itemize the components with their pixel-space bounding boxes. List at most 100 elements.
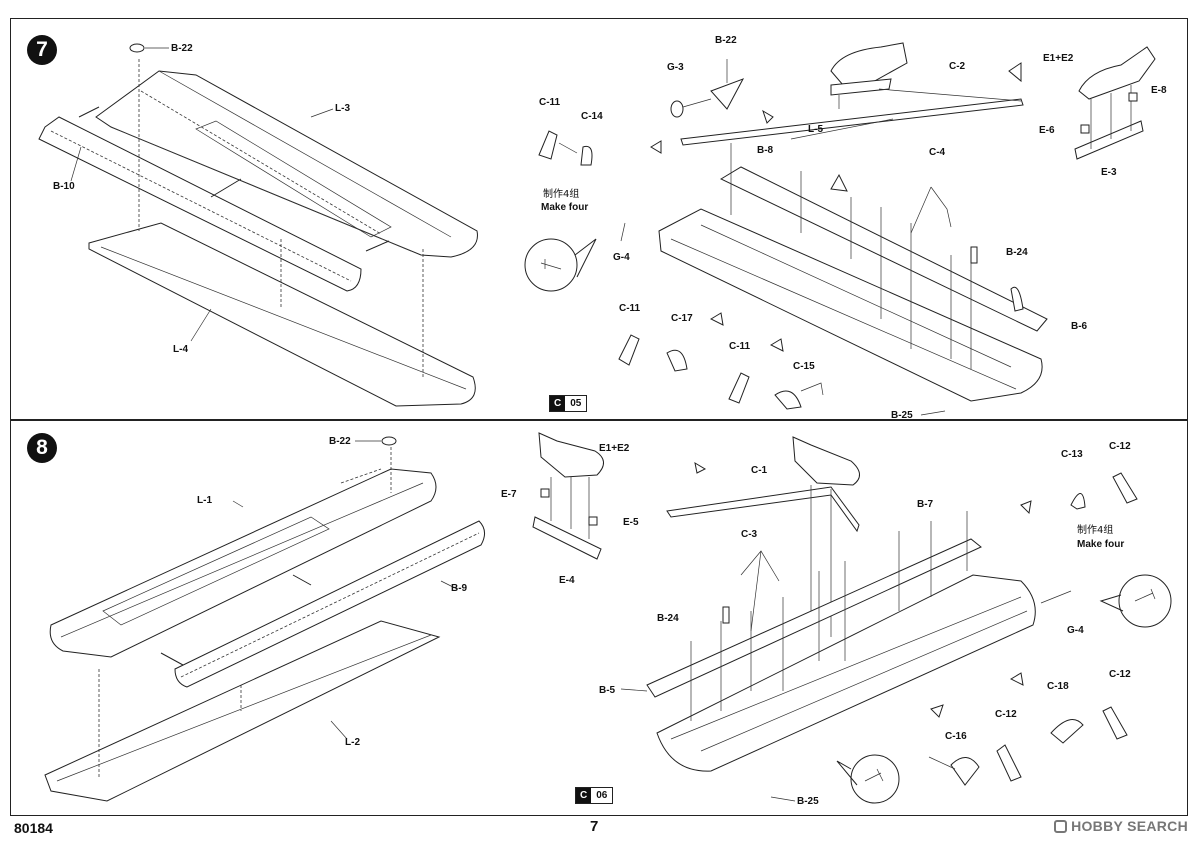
watermark-logo: HOBBY SEARCH [1054,818,1188,834]
label-b8: B-8 [757,145,774,156]
label-b10: B-10 [53,181,75,192]
step-8-number: 8 [27,433,57,463]
label-g4: G-4 [1067,625,1084,636]
direction-arrow [1008,62,1022,83]
strut-c1 [666,486,860,533]
label-c17: C-17 [671,313,693,324]
section-badge-c06: C 06 [575,787,614,804]
arrow-line [210,178,242,198]
wing-lower-l4 [88,222,476,407]
label-e8: E-8 [1151,85,1167,96]
pylon-c11-c15 [728,372,824,410]
label-b6: B-6 [1071,321,1088,332]
badge-letter: C [550,396,566,411]
make-four-cn: 制作4组 [543,187,579,200]
label-c18: C-18 [1047,681,1069,692]
wing-assembly-b5-b7 [646,511,1036,772]
label-b25: B-25 [891,410,913,421]
label-c11-b: C-11 [619,303,641,314]
direction-arrow [1009,672,1024,686]
label-c12-b: C-12 [1109,669,1131,680]
bomb-top-step8 [792,436,860,637]
label-e1e2-step8: E1+E2 [599,443,630,454]
page-number: 7 [590,818,599,835]
strut-c2 [680,98,1024,146]
label-e4: E-4 [559,575,575,586]
label-e3: E-3 [1101,167,1117,178]
label-c15: C-15 [793,361,815,372]
direction-arrow [694,461,707,474]
label-c11-c: C-11 [729,341,751,352]
arrow-line [365,240,390,252]
label-b24: B-24 [657,613,679,624]
label-e7: E-7 [501,489,517,500]
label-b22: B-22 [171,43,193,54]
label-c2: C-2 [949,61,966,72]
direction-arrow [769,338,784,352]
bomb-rack-e4 [532,432,604,560]
label-b9: B-9 [451,583,468,594]
b22-part-shape [381,436,397,446]
label-b7: B-7 [917,499,934,510]
step-8-panel: 8 B-22 L-1 B-9 L-2 [10,420,1188,816]
leading-edge-b9 [174,520,485,688]
step-7-number: 7 [27,35,57,65]
badge-number: 06 [591,788,613,803]
watermark-icon [1054,820,1068,833]
pylon-c13-c12 [1070,472,1138,510]
step-7-panel: 7 B-22 L-3 [10,18,1188,421]
label-c12-c: C-12 [995,709,1017,720]
label-c11-a: C-11 [539,97,561,108]
label-l5: L-5 [808,124,823,135]
pylon-c11-c17 [618,334,688,372]
label-c3: C-3 [741,529,758,540]
direction-arrow [650,140,662,154]
product-code: 80184 [14,820,53,836]
pylon-c16-c12 [928,744,1022,786]
label-l4: L-4 [173,344,188,355]
pylon-c18-c12 [1050,706,1128,744]
label-g3: G-3 [667,62,684,73]
detail-bubble-b25 [836,754,900,804]
wing-upper-l3 [95,70,478,258]
nose-g3-b22 [670,59,745,118]
label-e6: E-6 [1039,125,1055,136]
label-c4: C-4 [929,147,946,158]
leading-edge-b10 [38,116,362,292]
label-c14: C-14 [581,111,603,122]
label-b24: B-24 [1006,247,1028,258]
make-four-cn-step8: 制作4组 [1077,523,1113,536]
label-l3: L-3 [335,103,350,114]
bomb-rack-e3 [1074,46,1156,160]
detail-bubble [1099,574,1172,628]
direction-arrow [1020,500,1032,515]
label-b25: B-25 [797,796,819,807]
direction-arrow [709,312,724,326]
label-b5: B-5 [599,685,616,696]
label-c1: C-1 [751,465,768,476]
label-l1: L-1 [197,495,212,506]
label-g4: G-4 [613,252,630,263]
label-c13: C-13 [1061,449,1083,460]
label-b22: B-22 [329,436,351,447]
label-c16: C-16 [945,731,967,742]
section-badge-c05: C 05 [549,395,588,412]
pylon-c11-c14 [538,130,593,166]
label-l2: L-2 [345,737,360,748]
step-8-diagram: B-22 L-1 B-9 L-2 E1+E2 E-7 E-5 E-4 C-1 [44,432,1172,807]
detail-bubble [524,238,597,292]
make-four-en: Make four [541,202,588,213]
bomb-e1e2 [830,42,908,109]
badge-number: 05 [565,396,587,411]
b22-part-shape [129,43,145,53]
wing-assembly-b6 [658,118,1048,402]
direction-arrow [930,704,944,718]
make-four-en-step8: Make four [1077,539,1124,550]
direction-arrow [762,109,774,124]
step-7-diagram: B-22 L-3 B-10 L-4 C-11 C-14 制作4组 Make fo… [38,35,1167,421]
label-e5: E-5 [623,517,639,528]
arrow-line [78,106,100,118]
label-e1e2-step7: E1+E2 [1043,53,1074,64]
wing-upper-l1 [49,468,437,658]
badge-letter: C [576,788,592,803]
